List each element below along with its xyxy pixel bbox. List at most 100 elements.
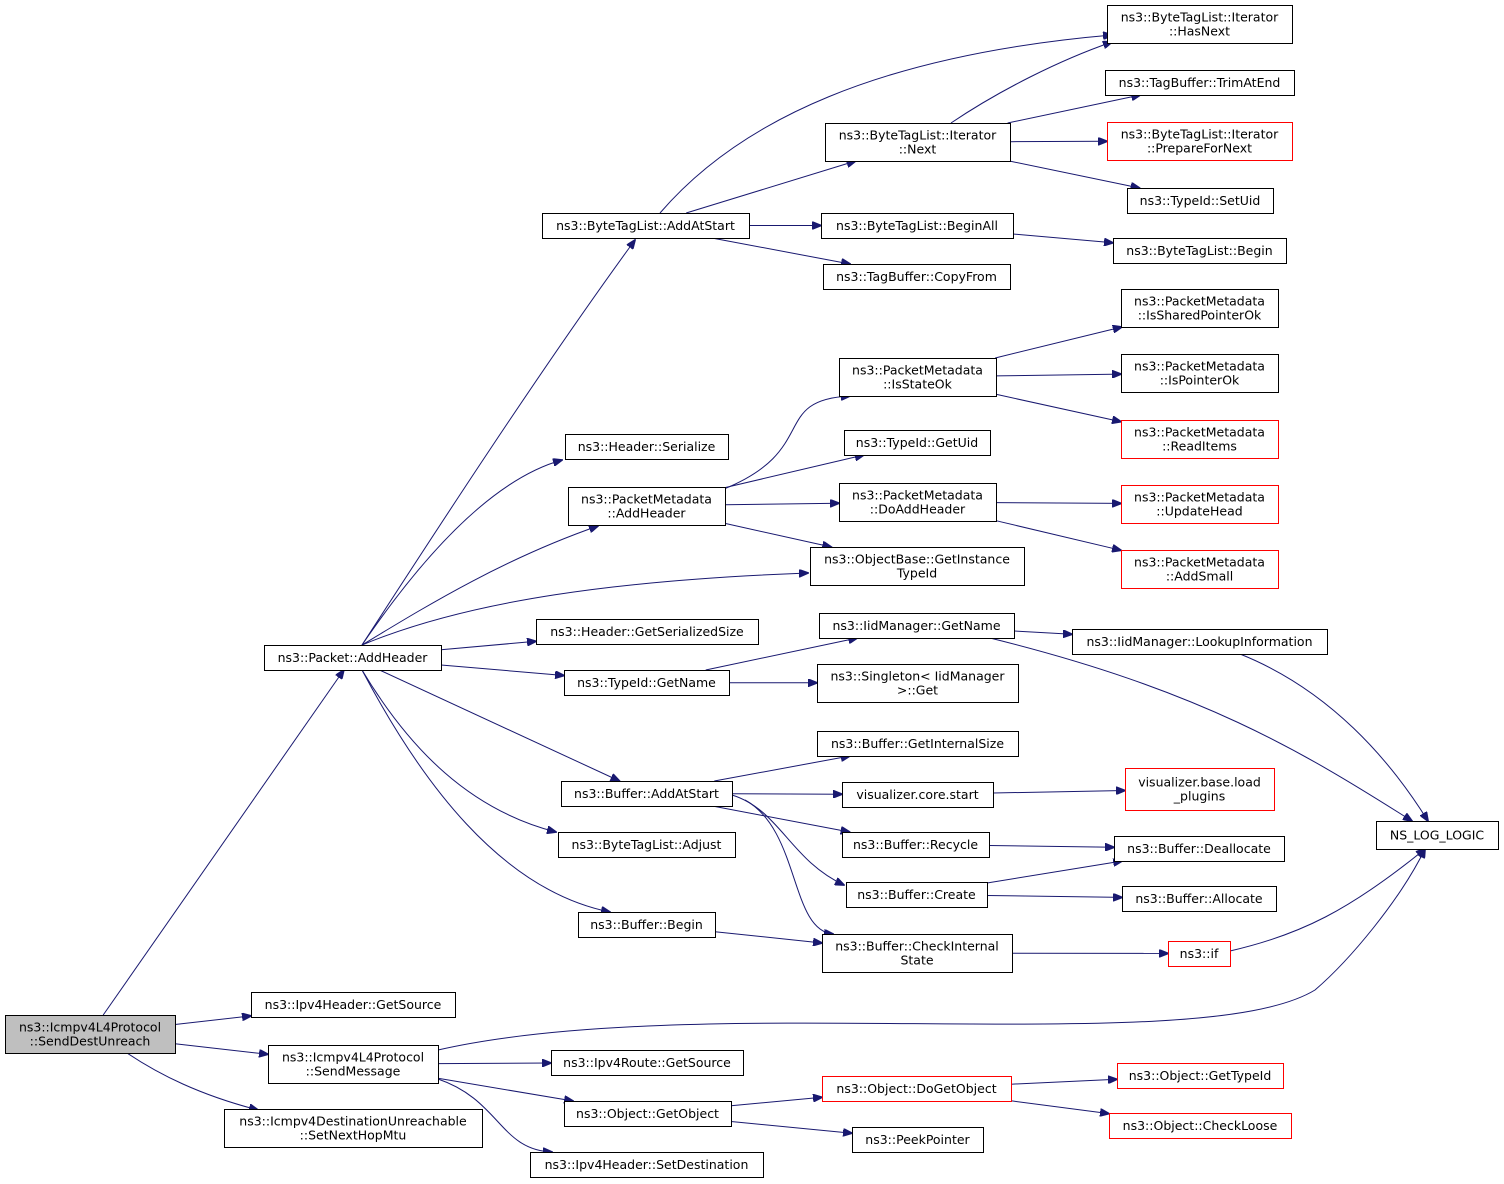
- node-box: [810, 547, 1025, 586]
- node-label-line: ns3::PacketMetadata: [1134, 490, 1265, 505]
- node-box: [1122, 886, 1277, 912]
- node-header-getserializedsize[interactable]: ns3::Header::GetSerializedSize: [536, 619, 759, 645]
- node-object-dogetobject[interactable]: ns3::Object::DoGetObject: [822, 1076, 1012, 1102]
- node-box: [844, 430, 991, 456]
- edge-buffer_addatstart-to-buffer_getinternalsize: [714, 756, 850, 782]
- node-label-line: ::PrepareForNext: [1147, 141, 1252, 156]
- node-label-line: ns3::PacketMetadata: [852, 488, 983, 503]
- node-buffer-allocate[interactable]: ns3::Buffer::Allocate: [1122, 886, 1277, 912]
- node-box: [542, 213, 750, 239]
- node-box: [852, 1127, 984, 1153]
- node-pm-doaddheader[interactable]: ns3::PacketMetadata::DoAddHeader: [839, 483, 997, 522]
- node-tagbuffer-trimatend[interactable]: ns3::TagBuffer::TrimAtEnd: [1105, 70, 1295, 96]
- node-send-dest-unreach[interactable]: ns3::Icmpv4L4Protocol::SendDestUnreach: [5, 1015, 176, 1054]
- node-box: [1121, 485, 1279, 524]
- node-buffer-deallocate[interactable]: ns3::Buffer::Deallocate: [1114, 836, 1285, 862]
- node-typeid-setuid[interactable]: ns3::TypeId::SetUid: [1127, 188, 1274, 214]
- node-label-line: ns3::IidManager::LookupInformation: [1086, 634, 1312, 649]
- node-box: [1121, 550, 1279, 589]
- node-label-line: ns3::Object::GetTypeId: [1129, 1068, 1272, 1083]
- node-label-line: ::IsStateOk: [883, 377, 953, 392]
- node-label-line: ns3::Buffer::Deallocate: [1127, 841, 1271, 856]
- node-packet-addheader[interactable]: ns3::Packet::AddHeader: [264, 645, 442, 671]
- node-box: [561, 781, 733, 807]
- edge-object_getobject-to-peekpointer: [730, 1121, 852, 1134]
- node-ipv4route-getsource[interactable]: ns3::Ipv4Route::GetSource: [551, 1050, 744, 1076]
- node-box: [825, 123, 1011, 162]
- node-visualizer-base-load-plugins[interactable]: visualizer.base.load_plugins: [1125, 768, 1275, 811]
- node-box: [821, 213, 1014, 239]
- node-pm-readitems[interactable]: ns3::PacketMetadata::ReadItems: [1121, 420, 1279, 459]
- edge-btl_iter_next-to-tagbuffer_trimatend: [1007, 95, 1141, 124]
- node-btl-adjust[interactable]: ns3::ByteTagList::Adjust: [558, 832, 736, 858]
- node-label-line: ns3::TagBuffer::TrimAtEnd: [1119, 75, 1281, 90]
- node-setnexthopmtu[interactable]: ns3::Icmpv4DestinationUnreachable::SetNe…: [224, 1109, 483, 1148]
- node-buffer-addatstart[interactable]: ns3::Buffer::AddAtStart: [561, 781, 733, 807]
- node-label-line: ns3::Ipv4Header::GetSource: [265, 997, 442, 1012]
- node-buffer-begin[interactable]: ns3::Buffer::Begin: [578, 912, 716, 938]
- node-label-line: ns3::Header::Serialize: [578, 439, 716, 454]
- node-pm-addsmall[interactable]: ns3::PacketMetadata::AddSmall: [1121, 550, 1279, 589]
- node-label-line: TypeId: [896, 566, 937, 581]
- node-pm-ispointerok[interactable]: ns3::PacketMetadata::IsPointerOk: [1121, 354, 1279, 393]
- node-ipv4header-getsource[interactable]: ns3::Ipv4Header::GetSource: [251, 992, 456, 1018]
- node-label-line: ns3::Icmpv4L4Protocol: [19, 1020, 161, 1035]
- node-label-line: ns3::Header::GetSerializedSize: [550, 624, 744, 639]
- node-icmp-sendmessage[interactable]: ns3::Icmpv4L4Protocol::SendMessage: [268, 1045, 439, 1084]
- edge-send_dest_unreach-to-icmp_sendmessage: [174, 1043, 268, 1055]
- node-pm-isstateok[interactable]: ns3::PacketMetadata::IsStateOk: [839, 358, 997, 397]
- node-btl-addatstart[interactable]: ns3::ByteTagList::AddAtStart: [542, 213, 750, 239]
- node-header-serialize[interactable]: ns3::Header::Serialize: [565, 434, 729, 460]
- node-buffer-getinternalsize[interactable]: ns3::Buffer::GetInternalSize: [817, 731, 1019, 757]
- node-typeid-getuid[interactable]: ns3::TypeId::GetUid: [844, 430, 991, 456]
- edge-object_getobject-to-object_dogetobject: [730, 1097, 822, 1107]
- edge-pm_addheader-to-pm_doaddheader: [724, 503, 839, 505]
- node-pm-addheader[interactable]: ns3::PacketMetadata::AddHeader: [568, 487, 726, 526]
- node-tagbuffer-copyfrom[interactable]: ns3::TagBuffer::CopyFrom: [823, 264, 1011, 290]
- node-box: [1117, 1063, 1284, 1089]
- node-typeid-getname[interactable]: ns3::TypeId::GetName: [564, 670, 730, 696]
- node-peekpointer[interactable]: ns3::PeekPointer: [852, 1127, 984, 1153]
- node-label-line: ns3::if: [1180, 946, 1219, 961]
- node-label-line: ns3::PacketMetadata: [1134, 294, 1265, 309]
- node-object-checkloose[interactable]: ns3::Object::CheckLoose: [1109, 1113, 1292, 1139]
- node-label-line: ns3::ByteTagList::Iterator: [1121, 127, 1279, 142]
- node-buffer-recycle[interactable]: ns3::Buffer::Recycle: [842, 832, 990, 858]
- node-label-line: ns3::PacketMetadata: [1134, 555, 1265, 570]
- edge-send_dest_unreach-to-packet_addheader: [102, 670, 344, 1016]
- node-pm-issharedpointerok[interactable]: ns3::PacketMetadata::IsSharedPointerOk: [1121, 289, 1279, 328]
- node-ipv4header-setdestination[interactable]: ns3::Ipv4Header::SetDestination: [530, 1152, 764, 1178]
- node-object-gettypeid[interactable]: ns3::Object::GetTypeId: [1117, 1063, 1284, 1089]
- node-btl-begin[interactable]: ns3::ByteTagList::Begin: [1113, 238, 1287, 264]
- node-box: [551, 1050, 744, 1076]
- nodes-layer: ns3::Icmpv4L4Protocol::SendDestUnreachns…: [5, 5, 1499, 1178]
- node-label-line: ::SendMessage: [306, 1064, 401, 1079]
- node-label-line: visualizer.base.load: [1138, 775, 1261, 790]
- node-box: [578, 912, 716, 938]
- edge-btl_iter_next-to-btl_iter_hasnext: [950, 42, 1112, 124]
- node-label-line: ns3::PacketMetadata: [1134, 359, 1265, 374]
- node-object-getobject[interactable]: ns3::Object::GetObject: [564, 1101, 732, 1127]
- node-label-line: ns3::ByteTagList::Adjust: [572, 837, 722, 852]
- node-ns3-if[interactable]: ns3::if: [1168, 941, 1231, 967]
- node-visualizer-core-start[interactable]: visualizer.core.start: [842, 782, 994, 808]
- node-btl-beginall[interactable]: ns3::ByteTagList::BeginAll: [821, 213, 1014, 239]
- edge-buffer_create-to-buffer_deallocate: [986, 861, 1122, 884]
- node-pm-updatehead[interactable]: ns3::PacketMetadata::UpdateHead: [1121, 485, 1279, 524]
- node-iidmanager-lookupinformation[interactable]: ns3::IidManager::LookupInformation: [1072, 629, 1328, 655]
- node-btl-iter-hasnext[interactable]: ns3::ByteTagList::Iterator::HasNext: [1107, 5, 1293, 44]
- node-label-line: ns3::Object::GetObject: [576, 1106, 719, 1121]
- node-iidmanager-getname[interactable]: ns3::IidManager::GetName: [819, 613, 1015, 639]
- node-box: [846, 882, 988, 908]
- node-box: [1376, 821, 1499, 850]
- node-ns-log-logic[interactable]: NS_LOG_LOGIC: [1376, 821, 1499, 850]
- node-btl-iter-preparefornext[interactable]: ns3::ByteTagList::Iterator::PrepareForNe…: [1107, 122, 1293, 161]
- node-buffer-create[interactable]: ns3::Buffer::Create: [846, 882, 988, 908]
- node-box: [819, 613, 1015, 639]
- node-label-line: State: [900, 953, 933, 968]
- node-singleton-get[interactable]: ns3::Singleton< IidManager>::Get: [817, 664, 1019, 703]
- node-label-line: ns3::PeekPointer: [865, 1132, 970, 1147]
- node-btl-iter-next[interactable]: ns3::ByteTagList::Iterator::Next: [825, 123, 1011, 162]
